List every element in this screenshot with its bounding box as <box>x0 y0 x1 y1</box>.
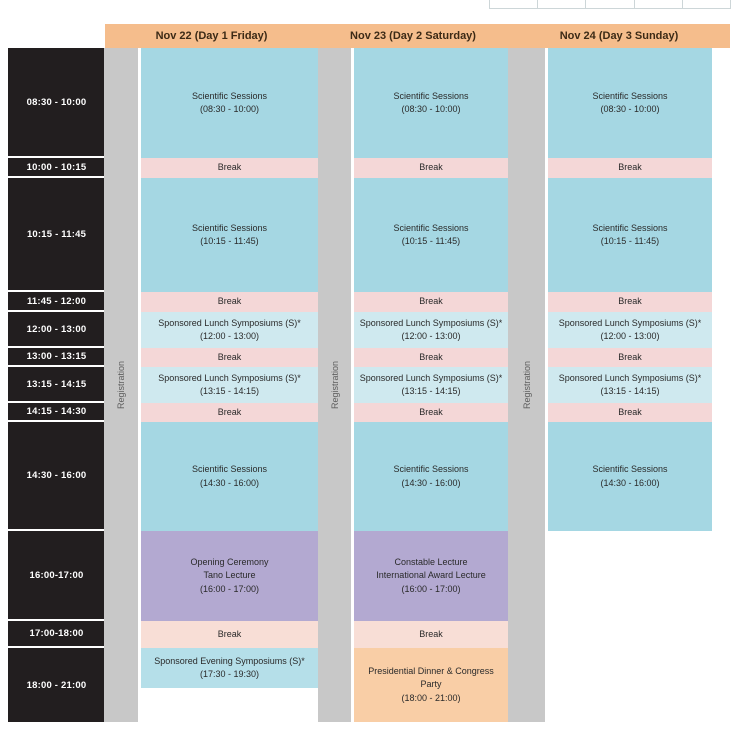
empty-cell <box>548 621 712 648</box>
schedule-cell: Sponsored Lunch Symposiums (S)* (13:15 -… <box>548 367 712 403</box>
registration-label: Registration <box>521 360 532 410</box>
schedule-cell: Break <box>548 158 712 178</box>
schedule-cell: Sponsored Lunch Symposiums (S)* (12:00 -… <box>141 312 318 348</box>
day-header-row: Nov 22 (Day 1 Friday) Nov 23 (Day 2 Satu… <box>105 24 730 48</box>
time-slot-label: 08:30 - 10:00 <box>8 48 105 158</box>
schedule-cell: Break <box>354 158 508 178</box>
time-slot-label: 17:00-18:00 <box>8 621 105 648</box>
fragment-cell <box>538 0 587 9</box>
fragment-cell <box>586 0 635 9</box>
schedule-cell: Scientific Sessions (10:15 - 11:45) <box>548 178 712 292</box>
schedule-cell: Break <box>548 348 712 367</box>
schedule-cell: Scientific Sessions (14:30 - 16:00) <box>548 422 712 531</box>
time-slot-label: 14:30 - 16:00 <box>8 422 105 531</box>
schedule-cell: Scientific Sessions (08:30 - 10:00) <box>548 48 712 158</box>
schedule-cell: Sponsored Lunch Symposiums (S)* (13:15 -… <box>354 367 508 403</box>
time-column: 08:30 - 10:00 10:00 - 10:15 10:15 - 11:4… <box>8 48 105 722</box>
schedule-cell: Break <box>141 348 318 367</box>
schedule-cell: Break <box>354 292 508 312</box>
schedule-cell: Scientific Sessions (14:30 - 16:00) <box>354 422 508 531</box>
time-slot-label: 10:00 - 10:15 <box>8 158 105 178</box>
schedule-cell: Break <box>141 292 318 312</box>
schedule-cell: Break <box>548 403 712 422</box>
schedule-cell: Scientific Sessions (10:15 - 11:45) <box>141 178 318 292</box>
empty-cell <box>548 531 712 621</box>
schedule-cell: Opening Ceremony Tano Lecture (16:00 - 1… <box>141 531 318 621</box>
registration-strip: Registration <box>508 48 545 722</box>
registration-label: Registration <box>116 360 126 410</box>
time-slot-label: 18:00 - 21:00 <box>8 648 105 722</box>
registration-label: Registration <box>329 360 340 410</box>
schedule-cell: Sponsored Lunch Symposiums (S)* (13:15 -… <box>141 367 318 403</box>
schedule-cell: Sponsored Lunch Symposiums (S)* (12:00 -… <box>548 312 712 348</box>
schedule-cell: Break <box>141 403 318 422</box>
schedule-cell: Scientific Sessions (10:15 - 11:45) <box>354 178 508 292</box>
time-slot-label: 11:45 - 12:00 <box>8 292 105 312</box>
day3-cells: Scientific Sessions (08:30 - 10:00) Brea… <box>548 48 712 722</box>
day3-column: Registration Scientific Sessions (08:30 … <box>508 48 712 722</box>
time-slot-label: 16:00-17:00 <box>8 531 105 621</box>
top-table-fragment <box>489 0 732 9</box>
schedule-cell: Scientific Sessions (14:30 - 16:00) <box>141 422 318 531</box>
day1-cells: Scientific Sessions (08:30 - 10:00) Brea… <box>141 48 318 722</box>
schedule-cell: Break <box>354 348 508 367</box>
empty-cell <box>548 648 712 722</box>
registration-strip: Registration <box>104 48 138 722</box>
schedule-cell: Constable Lecture International Award Le… <box>354 531 508 621</box>
fragment-cell <box>634 0 683 9</box>
time-slot-label: 10:15 - 11:45 <box>8 178 105 292</box>
registration-strip: Registration <box>318 48 351 722</box>
schedule-cell: Break <box>141 158 318 178</box>
fragment-cell <box>489 0 539 9</box>
fragment-cell <box>682 0 732 9</box>
day-header-nov22: Nov 22 (Day 1 Friday) <box>155 30 268 42</box>
schedule-cell: Presidential Dinner & Congress Party (18… <box>354 648 508 722</box>
schedule-cell: Sponsored Lunch Symposiums (S)* (12:00 -… <box>354 312 508 348</box>
time-slot-label: 14:15 - 14:30 <box>8 403 105 422</box>
time-slot-label: 13:00 - 13:15 <box>8 348 105 367</box>
day-header-nov23: Nov 23 (Day 2 Saturday) <box>350 30 476 42</box>
day2-cells: Scientific Sessions (08:30 - 10:00) Brea… <box>354 48 508 722</box>
schedule-cell-wrap: Presidential Dinner & Congress Party (18… <box>354 648 508 722</box>
schedule-cell: Scientific Sessions (08:30 - 10:00) <box>141 48 318 158</box>
schedule-cell: Break <box>354 403 508 422</box>
day-header-nov24: Nov 24 (Day 3 Sunday) <box>559 30 679 42</box>
schedule-cell-wrap: Sponsored Evening Symposiums (S)* (17:30… <box>141 648 318 722</box>
schedule-cell: Break <box>141 621 318 648</box>
day1-column: Registration Scientific Sessions (08:30 … <box>104 48 318 722</box>
schedule-cell: Break <box>354 621 508 648</box>
schedule-cell: Scientific Sessions (08:30 - 10:00) <box>354 48 508 158</box>
schedule-cell: Sponsored Evening Symposiums (S)* (17:30… <box>141 648 318 688</box>
time-slot-label: 13:15 - 14:15 <box>8 367 105 403</box>
schedule-cell: Break <box>548 292 712 312</box>
day2-column: Registration Scientific Sessions (08:30 … <box>318 48 508 722</box>
time-slot-label: 12:00 - 13:00 <box>8 312 105 348</box>
